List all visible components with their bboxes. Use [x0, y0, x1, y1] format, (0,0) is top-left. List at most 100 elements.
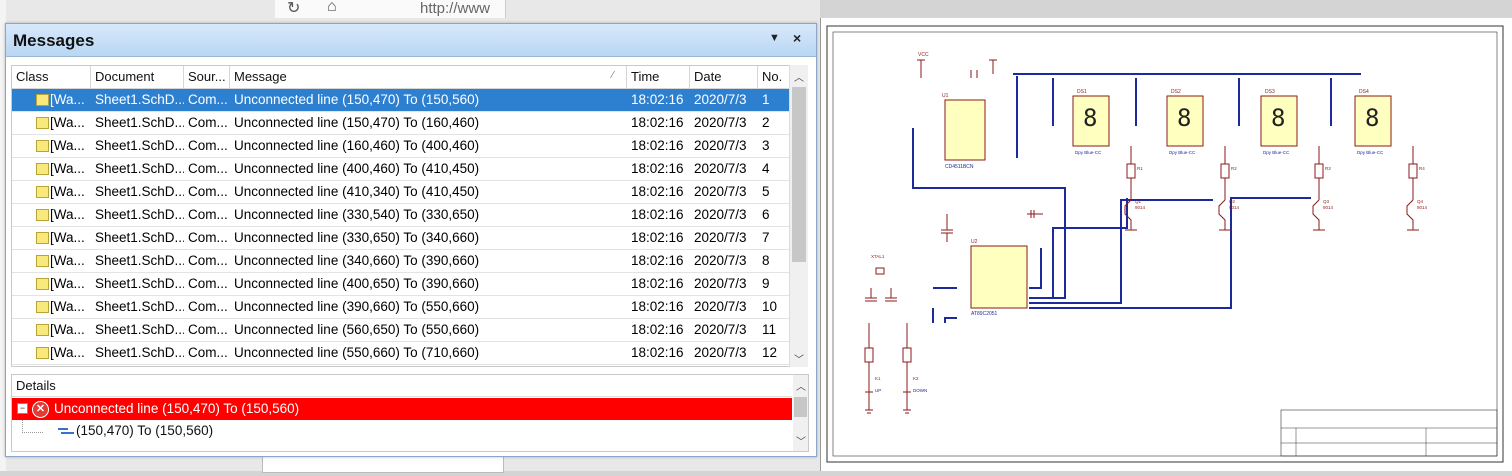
- cell-message: Unconnected line (330,650) To (340,660): [234, 230, 480, 245]
- cell-date: 2020/7/3: [694, 207, 747, 222]
- column-header-no[interactable]: No.: [762, 69, 783, 84]
- details-child-row[interactable]: (150,470) To (150,560): [12, 420, 792, 442]
- schematic-drawing: U1 CD4511BCN VCC 8 8 8 8 DS1 DS2 DS3 DS4…: [821, 18, 1512, 471]
- cell-time: 18:02:16: [631, 276, 684, 291]
- scroll-down-icon[interactable]: ﹀: [794, 355, 804, 366]
- button-k1-label: K1: [875, 376, 881, 381]
- column-header-source[interactable]: Sour...: [184, 66, 230, 88]
- cell-time: 18:02:16: [631, 322, 684, 337]
- messages-panel: Messages ▼ × Class Document Sour... Mess…: [5, 23, 817, 457]
- cell-message: Unconnected line (560,650) To (550,660): [234, 322, 480, 337]
- cell-source: Com...: [188, 207, 228, 222]
- cell-class: [Wa...: [50, 253, 85, 268]
- cell-time: 18:02:16: [631, 138, 684, 153]
- cell-source: Com...: [188, 184, 228, 199]
- close-button[interactable]: ×: [793, 30, 802, 46]
- warning-icon: [36, 324, 49, 336]
- column-header-class[interactable]: Class: [12, 66, 91, 88]
- cell-no: 3: [762, 138, 770, 153]
- crystal-symbol: [875, 267, 885, 275]
- cell-class: [Wa...: [50, 345, 85, 360]
- home-icon[interactable]: ⌂: [327, 0, 337, 15]
- details-scrollbar[interactable]: ︿ ﹀: [793, 375, 808, 451]
- scroll-down-icon[interactable]: ﹀: [796, 437, 806, 448]
- column-header-document[interactable]: Document: [91, 66, 184, 88]
- cell-date: 2020/7/3: [694, 115, 747, 130]
- schematic-sheet[interactable]: U1 CD4511BCN VCC 8 8 8 8 DS1 DS2 DS3 DS4…: [820, 18, 1512, 471]
- column-header-time[interactable]: Time: [627, 66, 690, 88]
- cell-document: Sheet1.SchD...: [95, 276, 184, 291]
- cell-date: 2020/7/3: [694, 92, 747, 107]
- tree-connector: [22, 420, 43, 433]
- cell-no: 2: [762, 115, 770, 130]
- cell-date: 2020/7/3: [694, 253, 747, 268]
- table-row[interactable]: [Wa...Sheet1.SchD...Com...Unconnected li…: [12, 296, 790, 319]
- cell-class: [Wa...: [50, 299, 85, 314]
- cell-message: Unconnected line (160,460) To (400,460): [234, 138, 480, 153]
- sort-icon: ⁄: [612, 70, 614, 81]
- table-row[interactable]: [Wa...Sheet1.SchD...Com...Unconnected li…: [12, 158, 790, 181]
- display-ds1-part: Dpy Blue-CC: [1075, 150, 1102, 155]
- table-row[interactable]: [Wa...Sheet1.SchD...Com...Unconnected li…: [12, 227, 790, 250]
- warning-icon: [36, 209, 49, 221]
- scroll-up-icon[interactable]: ︿: [794, 73, 804, 84]
- cell-date: 2020/7/3: [694, 230, 747, 245]
- transistor-q3-label: Q3: [1323, 199, 1330, 204]
- cell-source: Com...: [188, 276, 228, 291]
- panel-titlebar[interactable]: Messages ▼ ×: [6, 24, 816, 57]
- table-row[interactable]: [Wa...Sheet1.SchD...Com...Unconnected li…: [12, 250, 790, 273]
- cell-time: 18:02:16: [631, 184, 684, 199]
- dropdown-triangle-icon[interactable]: ▼: [769, 32, 780, 44]
- cell-message: Unconnected line (340,660) To (390,660): [234, 253, 480, 268]
- cell-message: Unconnected line (400,650) To (390,660): [234, 276, 480, 291]
- scrollbar-thumb[interactable]: [794, 397, 807, 417]
- cell-class: [Wa...: [50, 138, 85, 153]
- cell-time: 18:02:16: [631, 161, 684, 176]
- column-header-date[interactable]: Date: [690, 66, 758, 88]
- transistor-q2-part: 9014: [1229, 205, 1240, 210]
- cell-class: [Wa...: [50, 92, 85, 107]
- table-row[interactable]: [Wa...Sheet1.SchD...Com...Unconnected li…: [12, 112, 790, 135]
- reload-icon[interactable]: ↻: [287, 0, 301, 17]
- table-row[interactable]: [Wa...Sheet1.SchD...Com...Unconnected li…: [12, 319, 790, 342]
- scroll-up-icon[interactable]: ︿: [796, 382, 806, 393]
- warning-icon: [36, 301, 49, 313]
- chip-u1-label: U1: [942, 93, 949, 99]
- details-error-row[interactable]: − ✕ Unconnected line (150,470) To (150,5…: [12, 398, 792, 420]
- details-pane: Details − ✕ Unconnected line (150,470) T…: [11, 374, 809, 452]
- warning-icon: [36, 278, 49, 290]
- transistor-q1-part: 9014: [1135, 205, 1146, 210]
- cell-class: [Wa...: [50, 276, 85, 291]
- cell-time: 18:02:16: [631, 115, 684, 130]
- cell-message: Unconnected line (410,340) To (410,450): [234, 184, 480, 199]
- display-ds4-label: DS4: [1359, 89, 1369, 95]
- resistor-r3-label: R3: [1325, 166, 1331, 171]
- table-row[interactable]: [Wa...Sheet1.SchD...Com...Unconnected li…: [12, 135, 790, 158]
- display-ds4-part: Dpy Blue-CC: [1357, 150, 1384, 155]
- table-row[interactable]: [Wa...Sheet1.SchD...Com...Unconnected li…: [12, 89, 790, 112]
- cell-message: Unconnected line (330,540) To (330,650): [234, 207, 480, 222]
- crystal-label: XTAL1: [871, 254, 885, 259]
- cell-document: Sheet1.SchD...: [95, 115, 184, 130]
- display-ds2-label: DS2: [1171, 89, 1181, 95]
- table-row[interactable]: [Wa...Sheet1.SchD...Com...Unconnected li…: [12, 181, 790, 204]
- cell-document: Sheet1.SchD...: [95, 161, 184, 176]
- table-row[interactable]: [Wa...Sheet1.SchD...Com...Unconnected li…: [12, 204, 790, 227]
- column-header-message[interactable]: Message: [230, 66, 627, 88]
- cell-date: 2020/7/3: [694, 276, 747, 291]
- table-row[interactable]: [Wa... Sheet1.SchD... Com... Unconnected li…: [12, 273, 790, 296]
- cell-no: 9: [762, 276, 770, 291]
- cell-document: Sheet1.SchD...: [95, 184, 184, 199]
- collapse-icon[interactable]: −: [17, 403, 28, 414]
- table-scrollbar[interactable]: ︿ ﹀: [789, 65, 808, 367]
- table-row[interactable]: [Wa...Sheet1.SchD...Com...Unconnected li…: [12, 342, 790, 365]
- title-block: [1280, 409, 1498, 457]
- wire-icon: [58, 428, 74, 434]
- warning-icon: [36, 255, 49, 267]
- cell-class: [Wa...: [50, 161, 85, 176]
- scrollbar-thumb[interactable]: [792, 87, 806, 262]
- cell-message: Unconnected line (400,460) To (410,450): [234, 161, 480, 176]
- display-ds3-part: Dpy Blue-CC: [1263, 150, 1290, 155]
- browser-url[interactable]: http://www: [420, 0, 491, 17]
- transistor-stages: [1124, 146, 1419, 231]
